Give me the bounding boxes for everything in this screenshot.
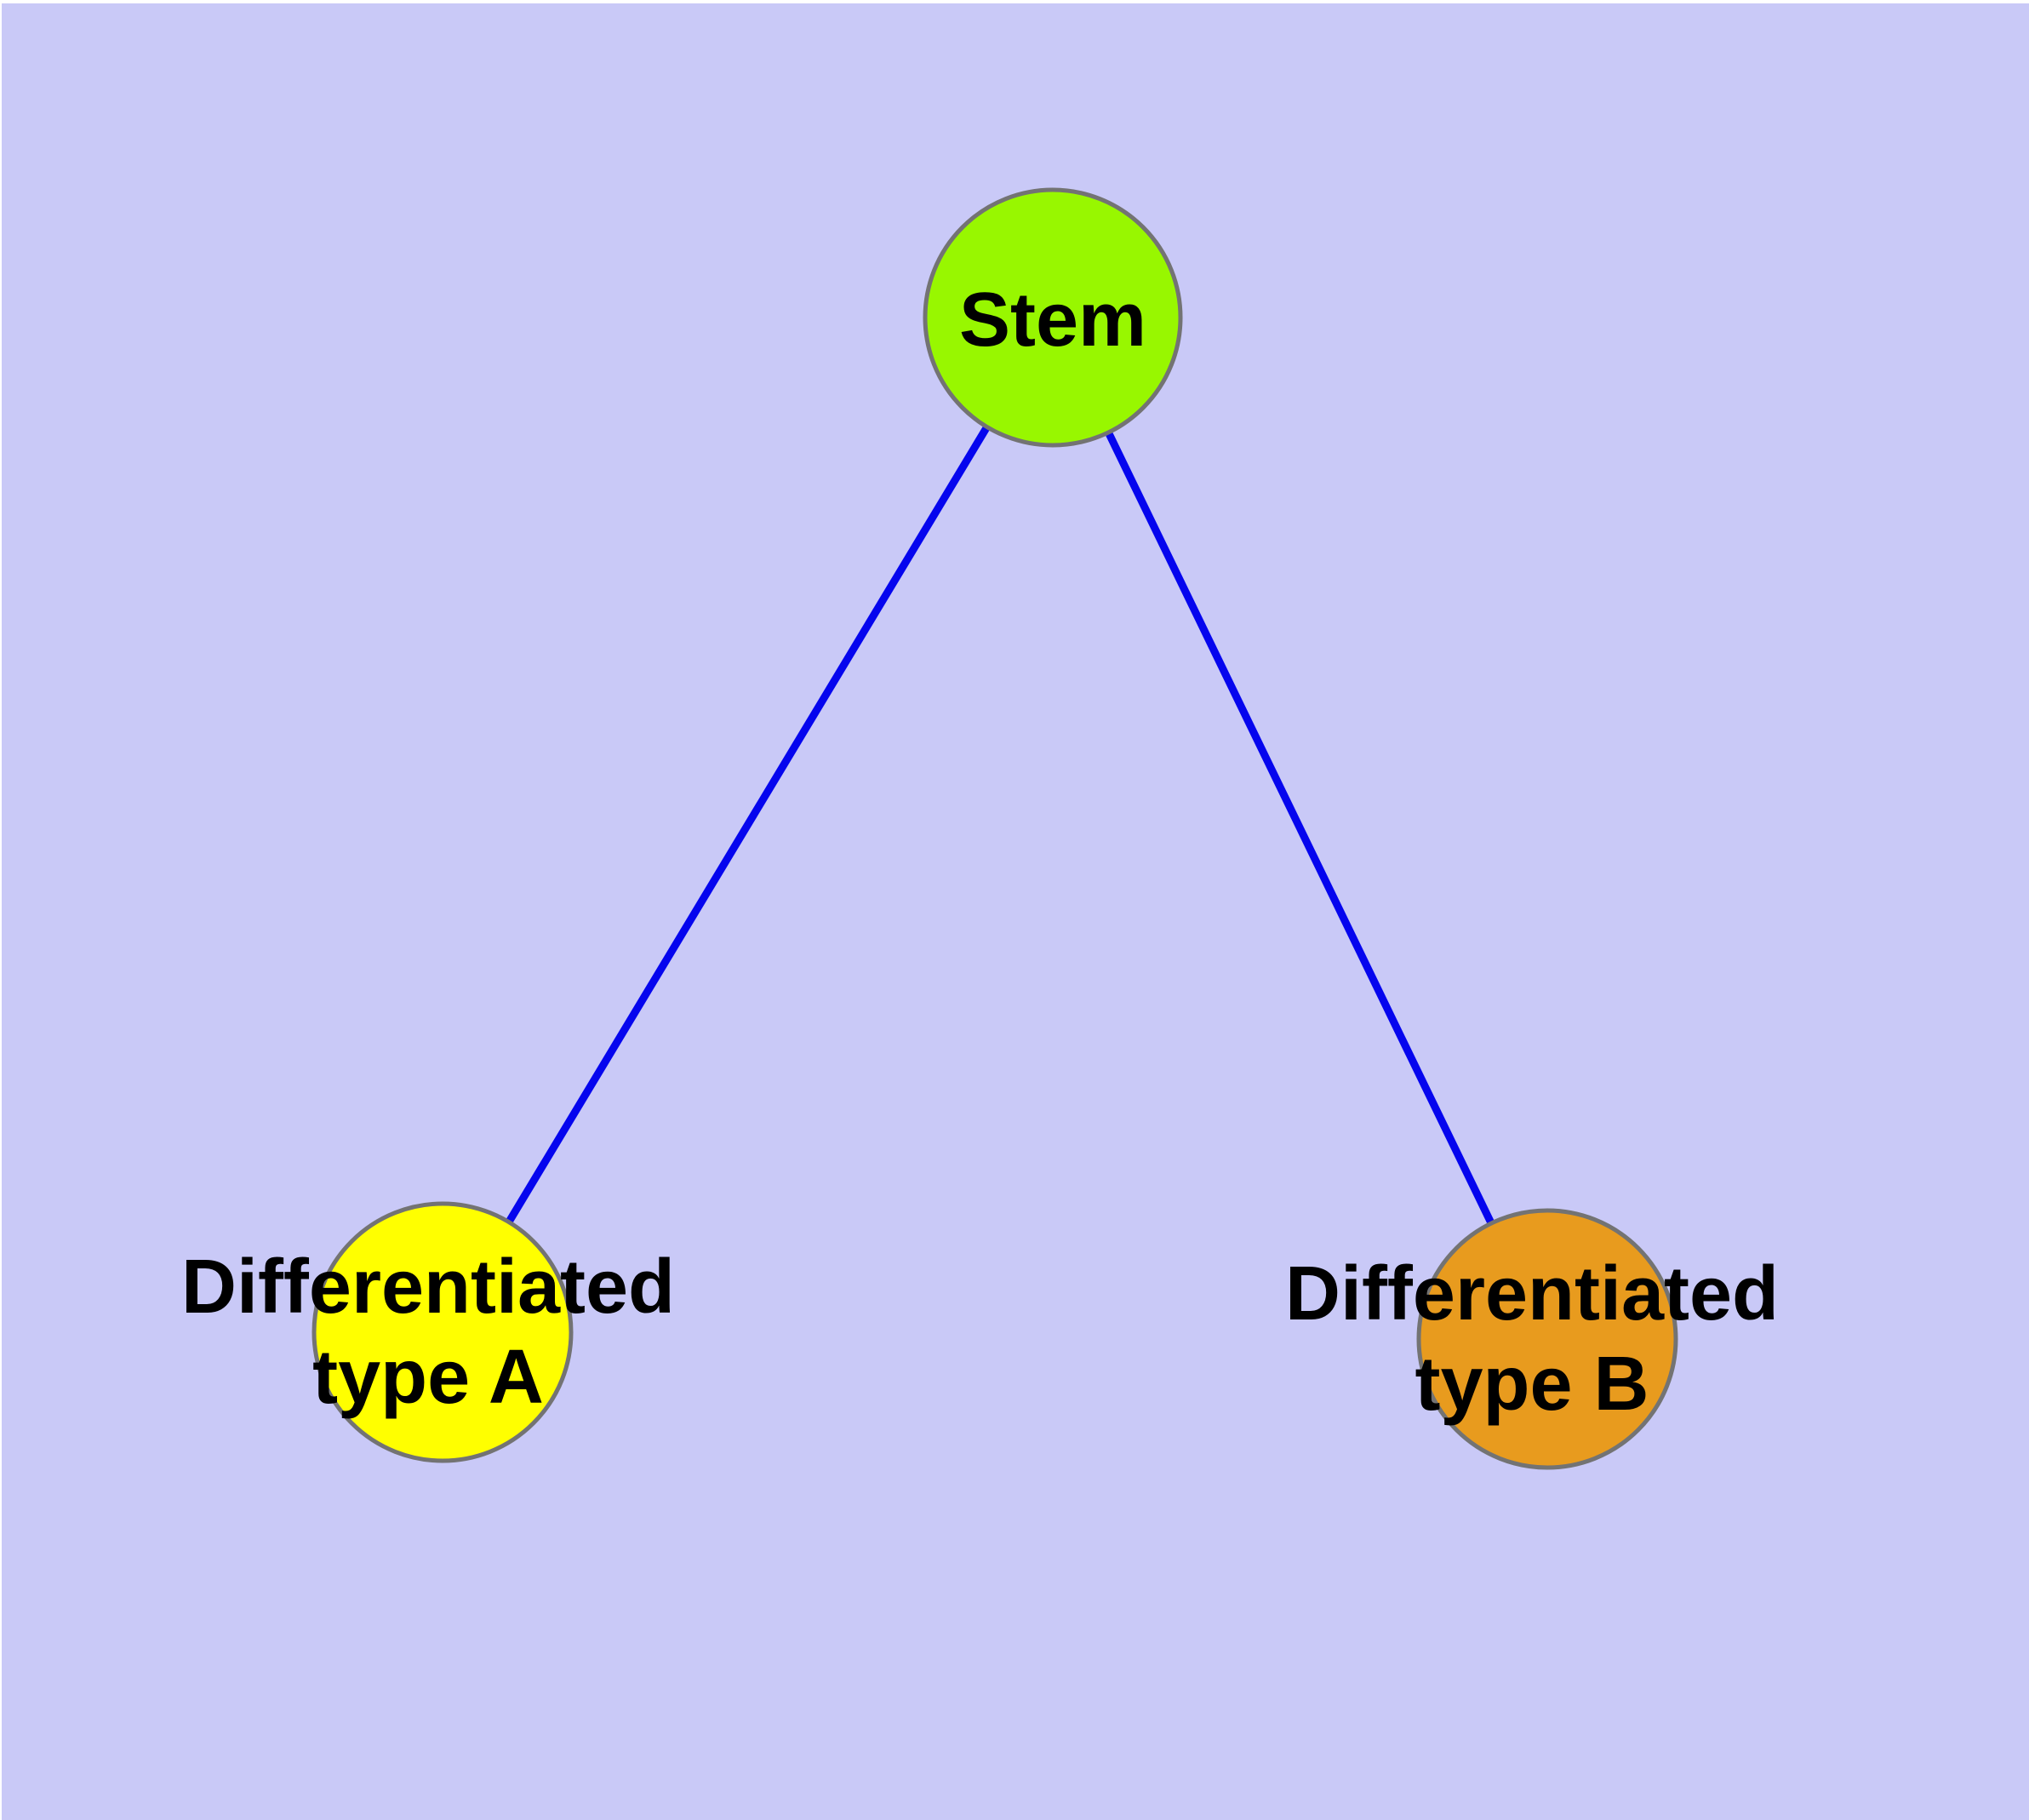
node-stem-label: Stem [959,278,1146,363]
node-type-a-label-line2: type A [312,1335,544,1420]
node-type-a-circle [311,1201,574,1463]
node-type-a-label-line1: Differentiated [181,1245,675,1330]
edge-stem-to-type-a [439,315,1056,1335]
node-type-b-label-line1: Differentiated [1285,1251,1779,1336]
node-type-b-circle [1416,1208,1678,1470]
node-type-b-label-line2: type B [1415,1342,1649,1427]
node-stem-circle [923,187,1183,448]
edge-stem-to-type-b [1049,316,1552,1341]
